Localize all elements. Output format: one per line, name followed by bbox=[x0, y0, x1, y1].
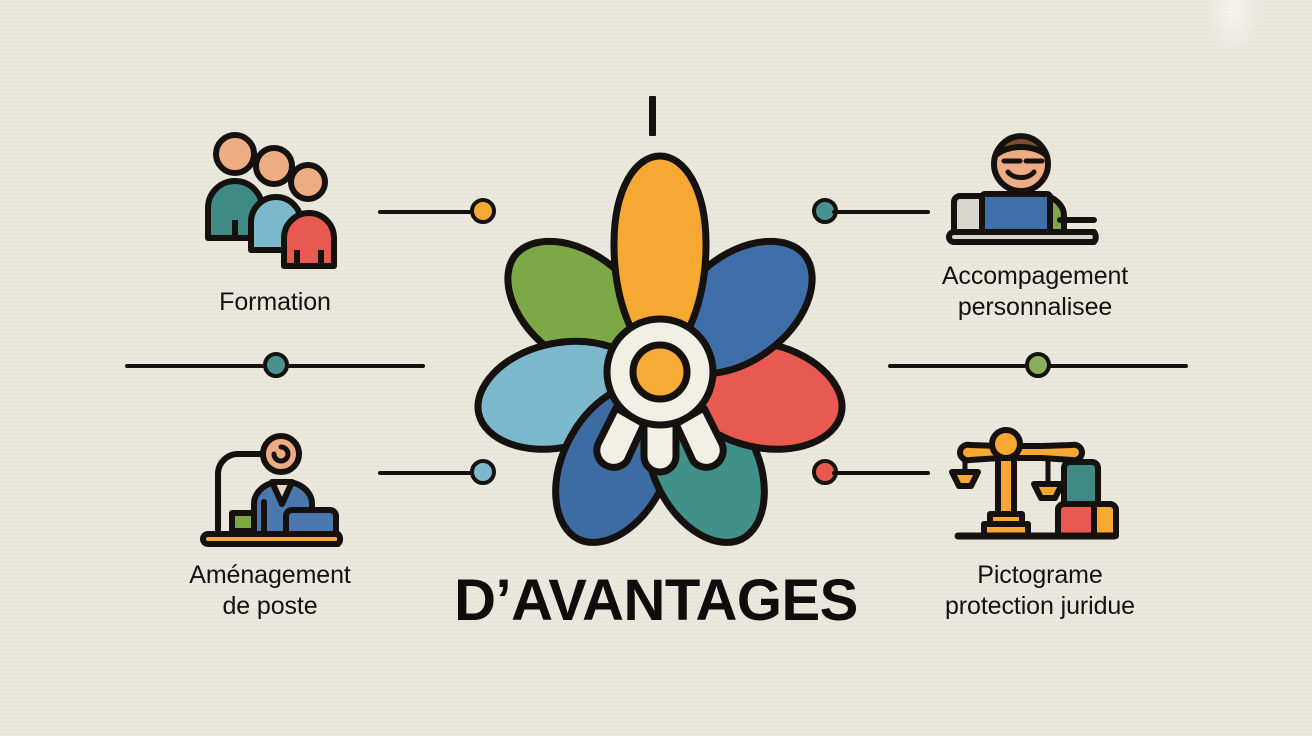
label-formation: Formation bbox=[219, 288, 331, 316]
top-tick-mark bbox=[649, 96, 656, 136]
flower-center-hub bbox=[593, 315, 727, 476]
connector-dot-mid-left bbox=[263, 352, 289, 378]
workstation-icon bbox=[192, 430, 357, 548]
center-flower-graphic bbox=[440, 150, 880, 570]
background-smudge bbox=[1205, 0, 1261, 54]
scales-of-justice-icon bbox=[948, 424, 1123, 554]
page-title: D’AVANTAGES bbox=[454, 568, 858, 633]
label-accompagnement: Accompagement personnalisee bbox=[941, 262, 1129, 321]
connector-dot-top-left bbox=[470, 198, 496, 224]
connector-dot-bottom-left bbox=[470, 459, 496, 485]
flower-center-disc bbox=[629, 341, 691, 403]
connector-dot-mid-right bbox=[1025, 352, 1051, 378]
connector-line-top-left bbox=[378, 210, 476, 214]
label-protection: Pictograme protection juridue bbox=[945, 561, 1135, 620]
three-people-icon bbox=[196, 128, 356, 280]
connector-line-top-right bbox=[832, 210, 930, 214]
connector-line-bottom-left bbox=[378, 471, 476, 475]
label-amenagement: Aménagement de poste bbox=[189, 561, 351, 620]
person-at-laptop-icon bbox=[946, 128, 1138, 253]
connector-line-bottom-right bbox=[832, 471, 930, 475]
